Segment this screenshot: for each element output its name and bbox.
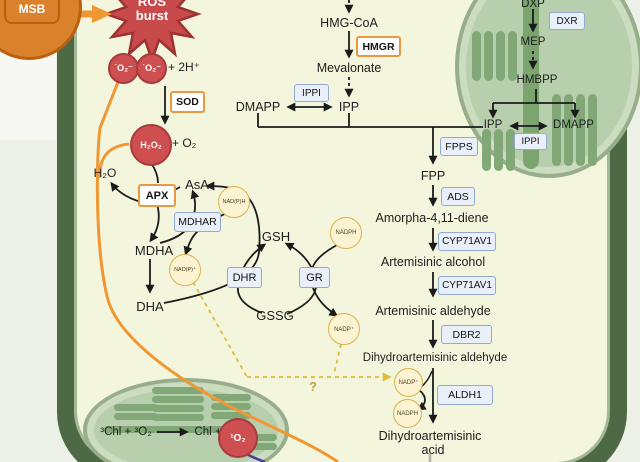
thylakoid-stack	[496, 31, 505, 81]
hmg-coa-label: HMG-CoA	[320, 16, 378, 30]
amorpha-label: Amorpha-4,11-diene	[375, 211, 489, 225]
dha-label: DHA	[136, 299, 164, 314]
chl-reactants-label: ³Chl + ³O₂	[100, 426, 152, 438]
mdhar-label: MDHAR	[178, 216, 217, 228]
thylakoid-stack	[508, 31, 517, 81]
proton-label: + 2H⁺	[168, 60, 201, 74]
chl-products-label: Chl +	[194, 426, 222, 438]
ippi-label: IPPI	[302, 87, 321, 99]
ipp-label-cytosol: IPP	[338, 100, 360, 114]
aldh1-enzyme-box: ALDH1	[437, 385, 493, 405]
hmgr-label: HMGR	[362, 40, 395, 53]
hmgr-enzyme-box: HMGR	[356, 36, 401, 57]
h2o2-label: H₂O₂	[140, 140, 162, 150]
mevalonate-label: Mevalonate	[316, 61, 382, 75]
aldh1-label: ALDH1	[448, 389, 482, 401]
thylakoid-stack	[484, 31, 493, 81]
ros-burst-label: ROS burst	[135, 0, 169, 23]
thylakoid-stack	[564, 94, 573, 166]
superoxide-label: ˙O₂⁻	[114, 63, 133, 73]
nadp-var-label: NAD(P)⁺	[174, 267, 196, 273]
nadp-label: NADP⁺	[334, 326, 354, 333]
apx-label: APX	[145, 189, 169, 202]
fpp-label: FPP	[420, 169, 446, 183]
thylakoid-stack	[211, 403, 251, 410]
o2-label: + O₂	[172, 136, 197, 150]
dbr2-enzyme-box: DBR2	[441, 325, 492, 344]
nadph-circle-aldh1: NADPH	[393, 399, 422, 428]
nadp-circle-aldh1: NADP⁺	[394, 368, 423, 397]
thylakoid-stack	[506, 129, 515, 171]
thylakoid-stack	[588, 94, 597, 166]
gr-enzyme-box: GR	[299, 267, 330, 288]
nadph-aldh1-label: NADPH	[396, 410, 418, 417]
ipp-label-plastid: IPP	[483, 119, 503, 131]
nadp-aldh1-label: NADP⁺	[398, 380, 419, 386]
cyp71av1-enzyme-box-1: CYP71AV1	[438, 232, 496, 251]
h2o-label: H₂O	[93, 166, 117, 180]
nadp-var-circle: NAD(P)⁺	[169, 254, 201, 286]
singlet-oxygen-label: ¹O₂	[230, 432, 246, 444]
dxr-enzyme-box: DXR	[549, 12, 585, 30]
singlet-oxygen-circle: ¹O₂	[218, 418, 258, 458]
hmbpp-label: HMBPP	[516, 74, 558, 86]
thylakoid-stack	[552, 94, 561, 166]
fpps-enzyme-box: FPPS	[440, 137, 478, 156]
h2o2-circle: H₂O₂	[130, 124, 172, 166]
nadph-circle: NADPH	[330, 217, 362, 249]
gssg-label: GSSG	[256, 308, 294, 323]
thylakoid-stack	[211, 394, 251, 401]
superoxide-label: ˙O₂⁻	[142, 63, 161, 73]
mdhar-enzyme-box: MDHAR	[174, 212, 221, 232]
dbr2-label: DBR2	[452, 328, 481, 341]
apx-enzyme-box: APX	[138, 184, 176, 207]
dhr-enzyme-box: DHR	[227, 267, 262, 288]
sod-enzyme-box: SOD	[170, 91, 205, 113]
thylakoid-stack	[152, 414, 204, 421]
artemisinic-alcohol-label: Artemisinic alcohol	[380, 255, 486, 269]
mdha-label: MDHA	[134, 243, 174, 258]
thylakoid-stack	[152, 387, 204, 394]
question-mark: ?	[309, 379, 317, 394]
msb-badge: MSB	[4, 0, 60, 24]
dihydroartemisinic-acid-label-line1: Dihydroartemisinic	[378, 429, 482, 443]
dmapp-label-cytosol: DMAPP	[235, 100, 281, 114]
cyp71av1-enzyme-box-2: CYP71AV1	[438, 276, 496, 295]
thylakoid-stack	[152, 396, 204, 403]
ippi-enzyme-box-cytosol: IPPI	[294, 84, 329, 102]
nadph-var-label: NAD(P)H	[222, 199, 246, 205]
nadp-circle: NADP⁺	[328, 313, 360, 345]
ads-enzyme-box: ADS	[441, 187, 475, 206]
thylakoid-stack	[576, 94, 585, 166]
ads-label: ADS	[447, 190, 469, 203]
gsh-label: GSH	[261, 229, 291, 244]
gr-label: GR	[306, 271, 323, 284]
dxp-label: DXP	[521, 0, 545, 10]
dihydroartemisinic-acid-label-line2: acid	[421, 443, 445, 457]
thylakoid-stack	[494, 129, 503, 171]
cyp71av1-label: CYP71AV1	[442, 280, 492, 291]
cyp71av1-label: CYP71AV1	[442, 236, 492, 247]
superoxide-circle-2: ˙O₂⁻	[136, 53, 167, 84]
asa-label: AsA	[185, 177, 209, 192]
dxr-label: DXR	[556, 15, 578, 27]
sod-label: SOD	[176, 96, 199, 108]
ippi-plastid-label: IPPI	[521, 136, 540, 147]
ippi-enzyme-box-plastid: IPPI	[514, 133, 547, 150]
msb-label: MSB	[18, 1, 46, 16]
dhr-label: DHR	[232, 271, 257, 284]
nadph-label: NADPH	[335, 230, 357, 236]
artemisinic-aldehyde-label: Artemisinic aldehyde	[375, 304, 491, 318]
thylakoid-stack	[472, 31, 481, 81]
mep-label: MEP	[520, 36, 546, 48]
thylakoid-stack	[482, 129, 491, 171]
thylakoid-stack	[152, 405, 204, 412]
fpps-label: FPPS	[445, 140, 473, 153]
nadph-var-circle: NAD(P)H	[218, 186, 250, 218]
superoxide-circle-1: ˙O₂⁻	[108, 53, 139, 84]
dmapp-label-plastid: DMAPP	[553, 119, 594, 131]
dihydroartemisinic-aldehyde-label: Dihydroartemisinic aldehyde	[362, 352, 508, 364]
